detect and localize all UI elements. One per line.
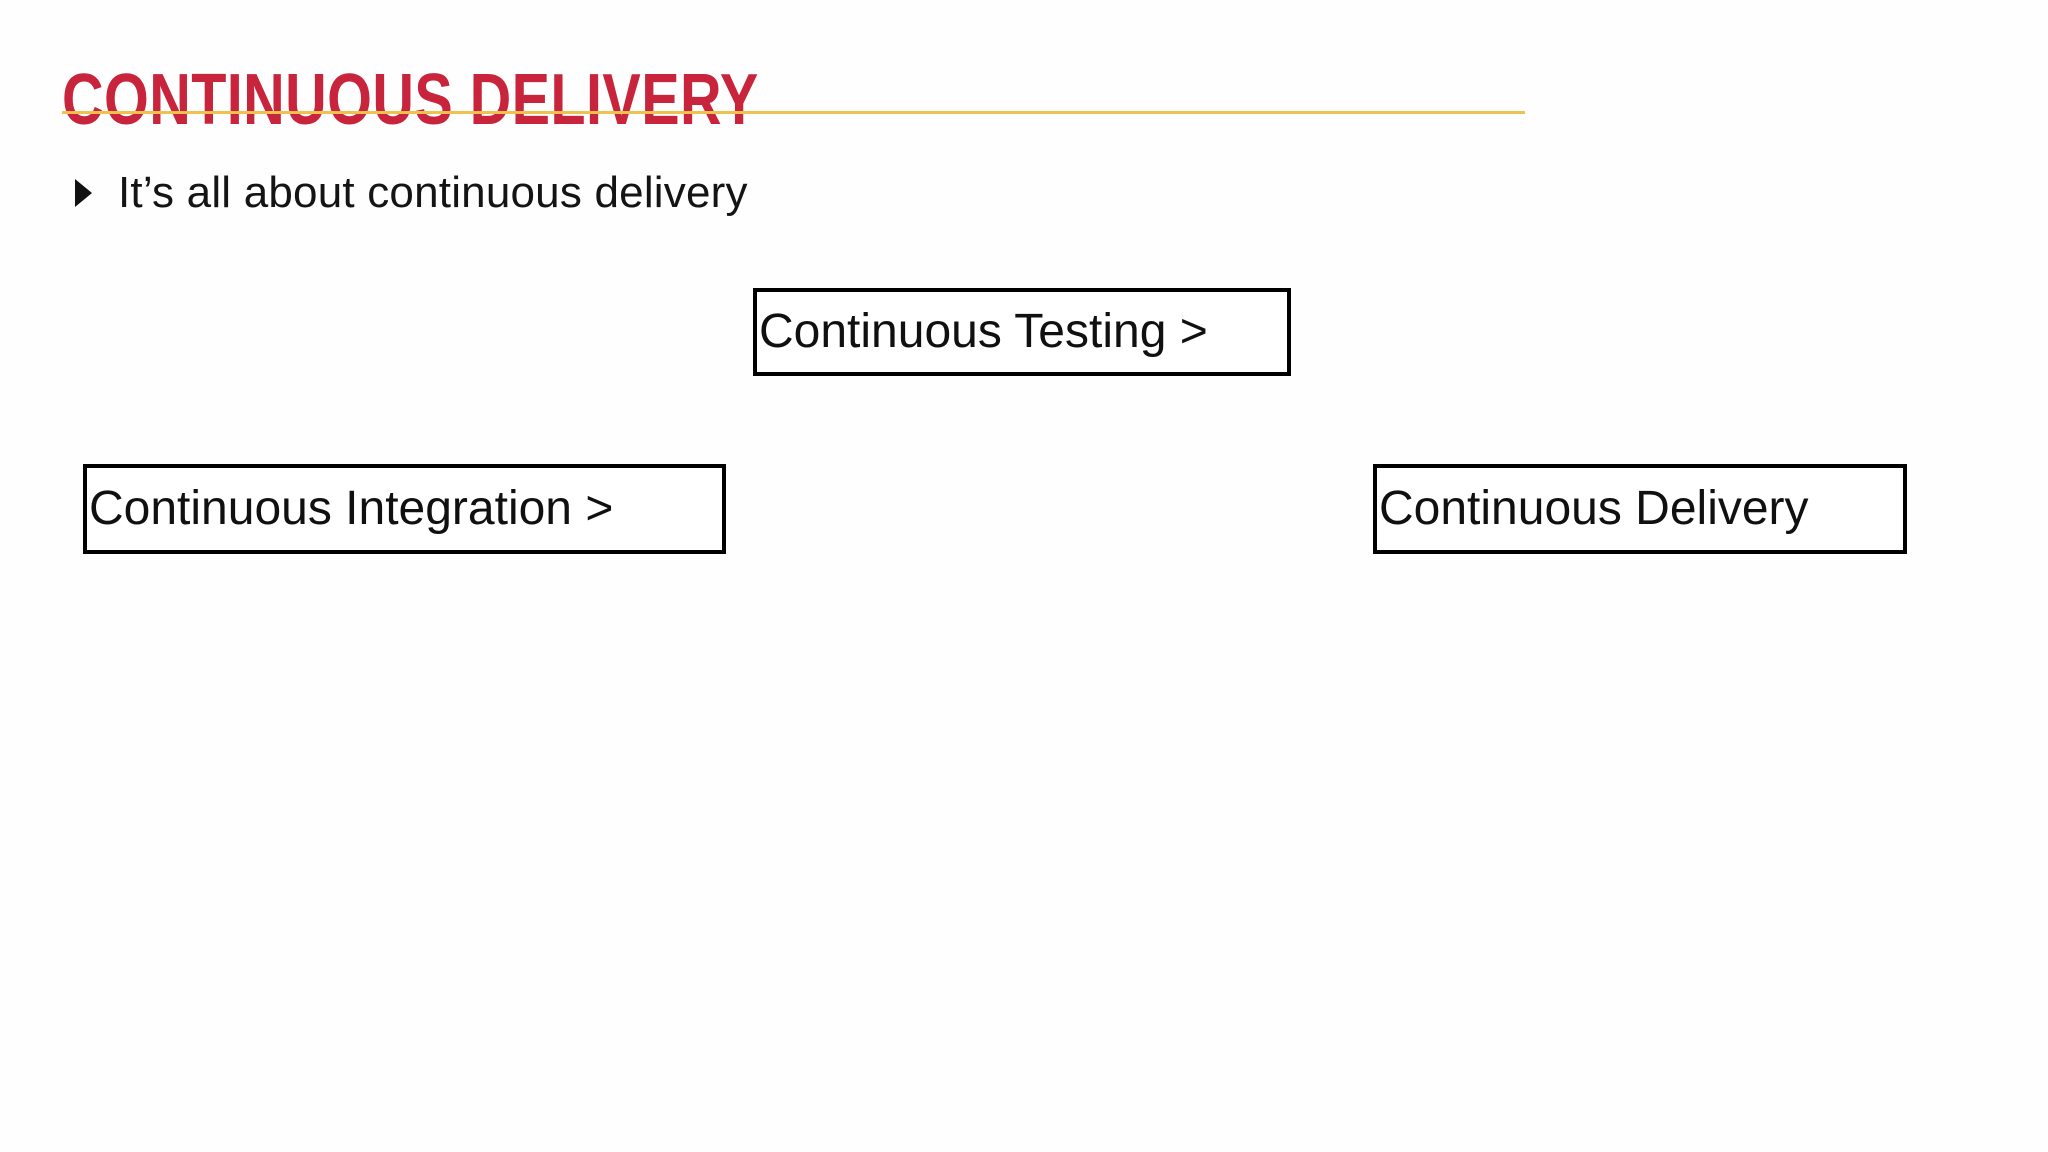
flow-box-continuous-testing[interactable]: Continuous Testing > [753, 288, 1291, 376]
flow-box-continuous-delivery[interactable]: Continuous Delivery [1373, 464, 1907, 554]
title-underline-rule [62, 111, 1525, 114]
triangle-right-icon [75, 179, 92, 207]
flow-box-label: Continuous Integration > [89, 482, 614, 535]
bullet-item-label: It’s all about continuous delivery [118, 168, 748, 217]
flow-box-label: Continuous Testing > [759, 305, 1208, 358]
flow-box-label: Continuous Delivery [1379, 482, 1809, 535]
page-title: Continuous Delivery [62, 60, 759, 141]
flow-box-continuous-integration[interactable]: Continuous Integration > [83, 464, 726, 554]
bullet-list-item: It’s all about continuous delivery [62, 165, 748, 221]
